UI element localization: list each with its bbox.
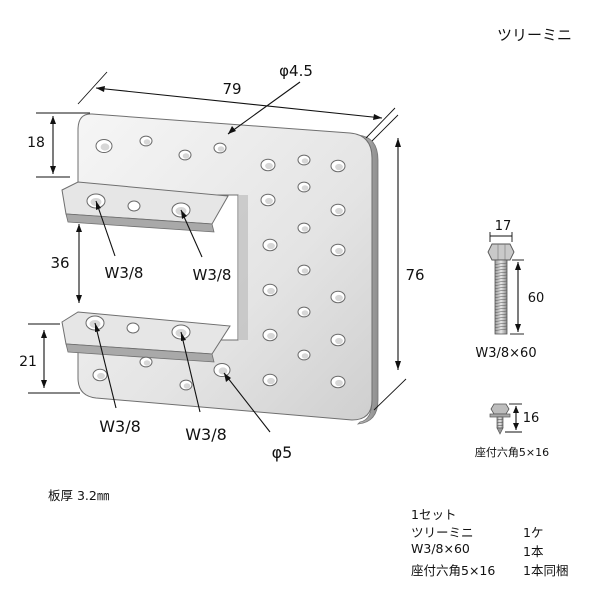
hole-large-label: φ5 bbox=[272, 443, 293, 462]
plate-hole-inner bbox=[335, 247, 343, 255]
bolt-callout-4: W3/8 bbox=[185, 425, 227, 444]
plate-hole-inner bbox=[301, 353, 309, 359]
plate-hole-inner bbox=[143, 139, 151, 145]
plate-hole-inner bbox=[301, 226, 309, 232]
dimension-height-label: 76 bbox=[405, 266, 424, 284]
bolt-thread bbox=[494, 262, 508, 265]
plate-hole-inner bbox=[265, 197, 273, 205]
set-list-qty: 1本 bbox=[523, 544, 544, 559]
bolt-drawing bbox=[487, 243, 515, 335]
dimension-middle: 36 bbox=[50, 224, 82, 303]
bolt-thread bbox=[494, 295, 508, 298]
product-title: ツリーミニ bbox=[497, 26, 572, 44]
set-list-qty: 1ケ bbox=[523, 525, 544, 540]
dimension-top: 18 bbox=[27, 112, 90, 178]
bolt-thread bbox=[494, 310, 508, 313]
bolt-callout-1: W3/8 bbox=[105, 264, 144, 282]
plate-hole-inner bbox=[217, 146, 225, 152]
plate-hole-inner bbox=[267, 332, 275, 340]
bolt-thread bbox=[494, 283, 508, 286]
dimension-width-label: 79 bbox=[222, 80, 241, 98]
plate-hole-inner bbox=[97, 372, 105, 380]
set-list-item: 座付六角5×16 bbox=[411, 563, 496, 578]
plate-hole-inner bbox=[143, 360, 151, 366]
bolt-callout-2: W3/8 bbox=[193, 266, 232, 284]
bolt-callouts: W3/8 W3/8 W3/8 W3/8 bbox=[94, 200, 232, 444]
dimension-width: 79 bbox=[77, 71, 396, 139]
plate-hole-inner bbox=[335, 337, 343, 345]
bolt-thread bbox=[494, 289, 508, 292]
plate-holes bbox=[92, 135, 346, 391]
bolt-label: W3/8×60 bbox=[475, 346, 536, 361]
plate-hole-inner bbox=[301, 185, 309, 191]
bolt-thread bbox=[494, 313, 508, 316]
set-list-row: ツリーミニ 1ケ bbox=[411, 522, 596, 541]
screw-drawing bbox=[489, 403, 511, 435]
bolt-thread bbox=[494, 280, 508, 283]
bolt-thread bbox=[494, 319, 508, 322]
bolt-head-size-label: 17 bbox=[495, 219, 512, 234]
set-list-row: W3/8×60 1本 bbox=[411, 541, 596, 560]
plate-hole-inner bbox=[267, 377, 275, 385]
plate-hole-inner bbox=[182, 153, 190, 159]
plate-hole-inner bbox=[100, 143, 110, 151]
bolt-thread bbox=[494, 274, 508, 277]
bolt-thread bbox=[494, 322, 508, 325]
set-list-heading: 1セット bbox=[411, 507, 457, 522]
bolt-callout-3: W3/8 bbox=[99, 417, 141, 436]
set-list: ツリーミニ 1ケ W3/8×60 1本 座付六角5×16 1本同梱 bbox=[411, 522, 596, 579]
bolt-thread bbox=[494, 304, 508, 307]
bolt-length-label: 60 bbox=[528, 291, 545, 306]
hole-large-callout: φ5 bbox=[223, 372, 293, 462]
plate-hole-inner bbox=[335, 207, 343, 215]
dimension-middle-label: 36 bbox=[50, 254, 69, 272]
set-list-item: ツリーミニ bbox=[411, 525, 474, 540]
screw-length-label: 16 bbox=[523, 411, 540, 426]
plate-hole-inner bbox=[267, 287, 275, 295]
plate-hole-inner bbox=[265, 162, 273, 170]
plate-hole-inner bbox=[218, 367, 228, 375]
plate-hole-inner bbox=[267, 242, 275, 250]
bolt-thread bbox=[494, 265, 508, 268]
hole-small-callout: φ4.5 bbox=[227, 62, 313, 135]
bolt-head-dimension: 17 bbox=[489, 219, 513, 242]
bolt-thread bbox=[494, 271, 508, 274]
dimension-height: 76 bbox=[371, 114, 425, 411]
bolt-thread bbox=[494, 277, 508, 280]
bolt-thread bbox=[494, 301, 508, 304]
bolt-thread bbox=[494, 325, 508, 328]
screw-label: 座付六角5×16 bbox=[475, 445, 549, 459]
plate-hole-inner bbox=[301, 310, 309, 316]
plate-hole-inner bbox=[301, 268, 309, 274]
plate-hole-inner bbox=[301, 158, 309, 164]
plate-hole-inner bbox=[335, 163, 343, 171]
plate-hole-inner bbox=[335, 294, 343, 302]
dimension-top-label: 18 bbox=[27, 135, 45, 151]
set-list-row: 座付六角5×16 1本同梱 bbox=[411, 560, 596, 579]
set-list-qty: 1本同梱 bbox=[523, 563, 569, 578]
bolt-thread bbox=[494, 328, 508, 331]
bolt-thread bbox=[494, 316, 508, 319]
bolt-thread bbox=[494, 307, 508, 310]
bolt-thread bbox=[494, 268, 508, 271]
bolt-thread bbox=[494, 292, 508, 295]
dimension-bottom: 21 bbox=[19, 323, 80, 394]
set-list-item: W3/8×60 bbox=[411, 541, 470, 556]
thickness-note: 板厚 3.2㎜ bbox=[48, 488, 110, 503]
bolt-thread bbox=[494, 298, 508, 301]
dimension-bottom-label: 21 bbox=[19, 354, 37, 370]
bolt-length-dimension: 60 bbox=[510, 259, 545, 335]
hole-small-label: φ4.5 bbox=[279, 62, 313, 80]
plate-hole-inner bbox=[183, 383, 191, 389]
plate-hole-inner bbox=[335, 379, 343, 387]
screw-length-dimension: 16 bbox=[505, 403, 540, 433]
bolt-thread bbox=[494, 286, 508, 289]
